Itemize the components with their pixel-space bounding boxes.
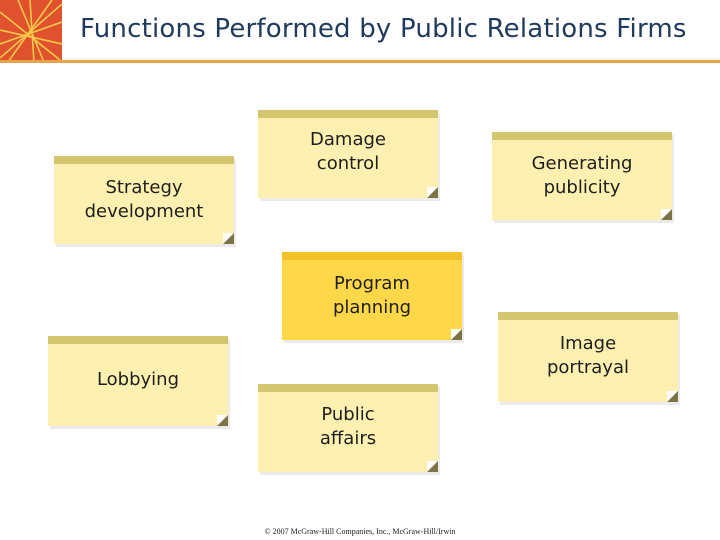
note-label: Generating publicity	[531, 153, 633, 198]
note-label: Program planning	[332, 273, 412, 318]
note-program-planning: Program planning	[282, 252, 462, 340]
note-label: Public affairs	[319, 404, 377, 449]
page-curl-icon	[217, 415, 228, 426]
page-curl-icon	[451, 329, 462, 340]
page-curl-icon	[427, 461, 438, 472]
note-label: Image portrayal	[546, 333, 629, 378]
logo-starburst-icon	[0, 0, 62, 62]
copyright-footer: © 2007 McGraw-Hill Companies, Inc., McGr…	[264, 527, 456, 536]
note-tape	[258, 110, 438, 118]
note-tape	[282, 252, 462, 260]
page-curl-icon	[427, 187, 438, 198]
note-lobbying: Lobbying	[48, 336, 228, 426]
note-tape	[54, 156, 234, 164]
note-tape	[498, 312, 678, 320]
page-curl-icon	[667, 391, 678, 402]
page-title: Functions Performed by Public Relations …	[80, 14, 687, 44]
note-image-portrayal: Image portrayal	[498, 312, 678, 402]
slide-header: Functions Performed by Public Relations …	[0, 0, 720, 63]
note-tape	[258, 384, 438, 392]
header-divider	[0, 60, 720, 63]
note-strategy-development: Strategy development	[54, 156, 234, 244]
note-generating-publicity: Generating publicity	[492, 132, 672, 220]
page-curl-icon	[223, 233, 234, 244]
note-public-affairs: Public affairs	[258, 384, 438, 472]
note-label: Strategy development	[84, 177, 204, 222]
note-damage-control: Damage control	[258, 110, 438, 198]
note-label: Lobbying	[96, 369, 180, 390]
note-tape	[492, 132, 672, 140]
page-curl-icon	[661, 209, 672, 220]
note-label: Damage control	[310, 129, 386, 174]
note-tape	[48, 336, 228, 344]
